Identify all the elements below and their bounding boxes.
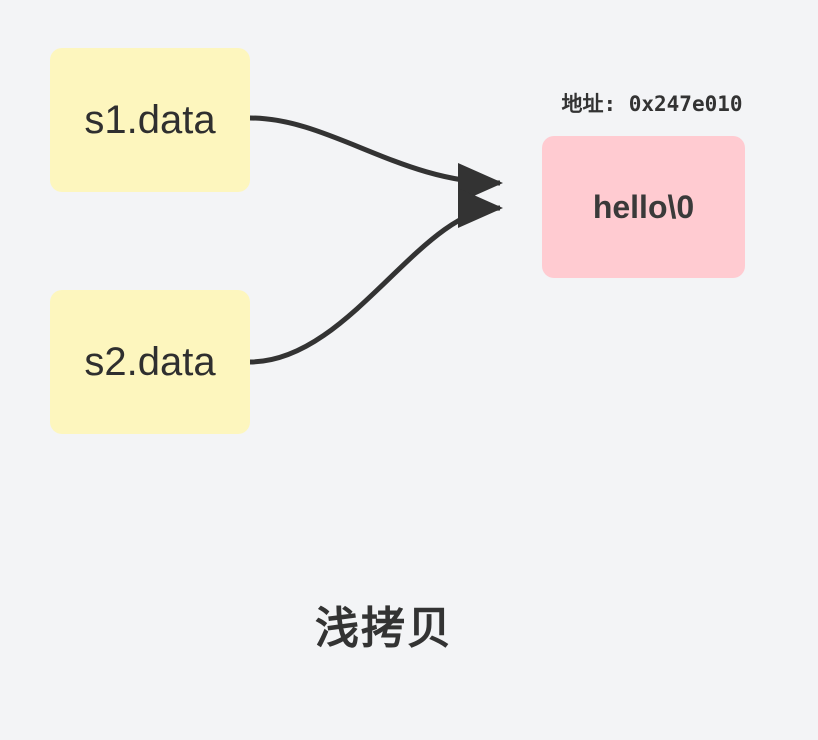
edge-s2-to-heap <box>249 188 503 365</box>
node-s2-label: s2.data <box>84 339 216 384</box>
node-heap-buffer[interactable]: hello\0 <box>542 136 745 278</box>
node-heap-label: hello\0 <box>592 188 695 225</box>
diagram-caption: 浅拷贝 <box>315 604 453 653</box>
node-s1-data[interactable]: s1.data <box>50 48 250 192</box>
node-s1-label: s1.data <box>84 97 216 142</box>
heap-address-label: 地址: 0x247e010 <box>561 92 743 116</box>
node-s2-data[interactable]: s2.data <box>50 290 250 434</box>
edge-s1-to-heap <box>249 115 504 203</box>
